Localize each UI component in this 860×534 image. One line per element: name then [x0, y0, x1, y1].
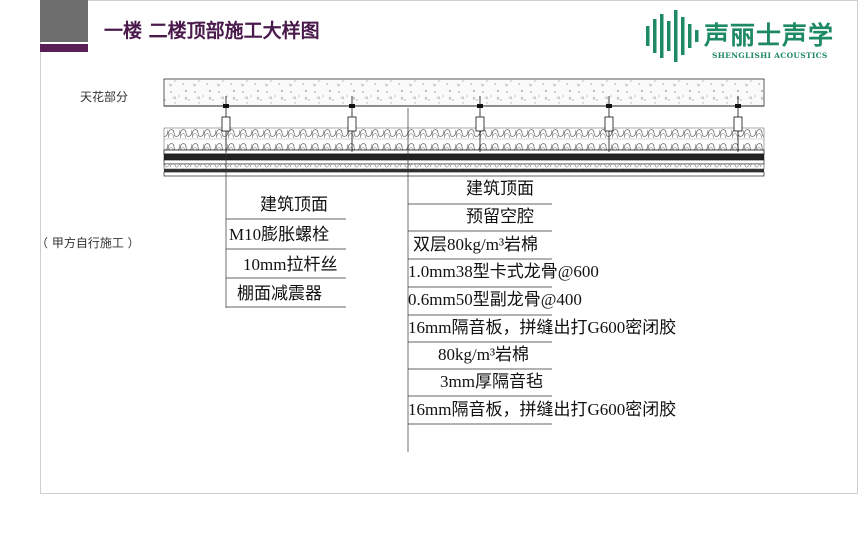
slide-frame [40, 0, 858, 494]
right-note-main-keel: 1.0mm38型卡式龙骨@600 [408, 262, 599, 281]
left-note-rod: 10mm拉杆丝 [243, 255, 338, 274]
ceiling-part-label: 天花部分 [80, 90, 129, 104]
right-note-felt: 3mm厚隔音毡 [440, 372, 543, 391]
logo-text: 声丽士声学 [704, 21, 835, 50]
owner-construction-label: （ 甲方自行施工 ） [36, 236, 140, 250]
leader-lines [225, 108, 552, 452]
sound-wave-icon [646, 10, 699, 62]
right-note-wool: 80kg/m³岩棉 [438, 345, 530, 364]
concrete-slab [163, 78, 765, 107]
right-note-ceiling: 建筑顶面 [466, 179, 534, 198]
logo-icon [646, 10, 699, 62]
hanger-rods [221, 96, 743, 152]
rock-wool-layer [163, 163, 765, 170]
title-accent-bar [40, 0, 88, 42]
right-note-double-wool: 双层80kg/m³岩棉 [413, 235, 539, 254]
left-note-bolt: M10膨胀螺栓 [229, 225, 330, 244]
left-note-damper: 棚面减震器 [237, 284, 322, 303]
right-note-board-1: 16mm隔音板，拼缝出打G600密闭胶 [408, 318, 677, 337]
felt-layer [164, 169, 764, 172]
page-title: 一楼 二楼顶部施工大样图 [104, 20, 320, 42]
board-layer-1 [163, 159, 765, 165]
main-keel [163, 149, 765, 155]
logo-subtext: SHENGLISHI ACOUSTICS [712, 51, 828, 60]
left-note-ceiling: 建筑顶面 [260, 195, 328, 214]
sub-keel [163, 153, 765, 161]
right-note-sub-keel: 0.6mm50型副龙骨@400 [408, 290, 582, 309]
board-layer-2 [163, 171, 765, 177]
right-note-cavity: 预留空腔 [466, 207, 534, 226]
title-accent-stripe [40, 44, 88, 52]
right-note-board-2: 16mm隔音板，拼缝出打G600密闭胶 [408, 400, 677, 419]
